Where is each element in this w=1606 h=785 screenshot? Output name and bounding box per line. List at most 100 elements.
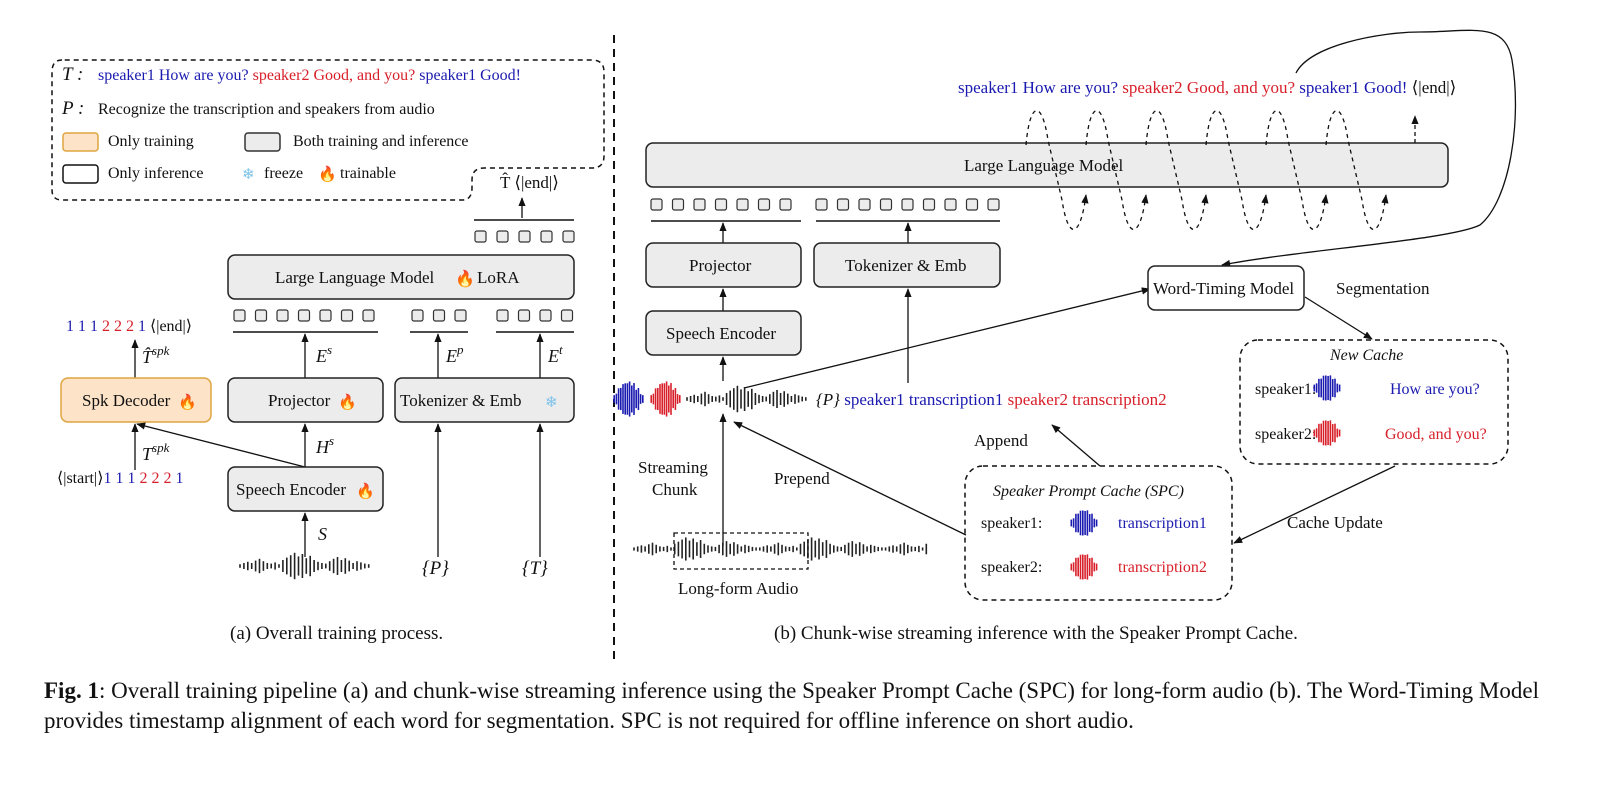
- speaker-id-digit: 1: [127, 470, 139, 487]
- speaker-id-digit: 2: [126, 318, 138, 335]
- long-form-audio-label: Long-form Audio: [678, 579, 798, 598]
- token: [454, 309, 467, 322]
- token: [540, 230, 553, 243]
- token: [562, 230, 575, 243]
- figure-caption-text: : Overall training pipeline (a) and chun…: [44, 678, 1539, 733]
- tokenizer-label-a: Tokenizer & Emb: [400, 391, 522, 410]
- speech-encoder-box-b: [645, 310, 802, 356]
- speech-embedding-tokens: [233, 309, 375, 322]
- speaker-id-digit: 1: [138, 318, 150, 335]
- token: [757, 198, 771, 211]
- long-form-audio-waveform: [633, 537, 928, 561]
- speech-tokens-b: [650, 198, 792, 211]
- feedback-loop-arrow: [1221, 29, 1517, 268]
- token: [432, 309, 446, 322]
- spc-speaker2: speaker2:: [981, 559, 1042, 576]
- arrow-cache-update: [1233, 465, 1396, 544]
- figure-label: Fig. 1: [44, 678, 99, 703]
- token: [944, 198, 957, 211]
- snowflake-icon: ❄: [242, 167, 255, 183]
- legend-P-text: Recognize the transcription and speakers…: [98, 101, 435, 118]
- speaker-id-digit: 1: [115, 470, 127, 487]
- prompt-line: {P} speaker1 transcription1 speaker2 tra…: [816, 390, 1167, 409]
- text-input-a: {T}: [522, 558, 548, 579]
- flame-icon: 🔥: [356, 482, 375, 500]
- arrow-append: [1051, 424, 1101, 467]
- label-T-hat-spk: T̂spk: [142, 343, 170, 367]
- label-H-s: Hs: [315, 433, 334, 457]
- speaker-id-digit: 2: [114, 318, 126, 335]
- token: [340, 309, 354, 322]
- prompt-input-a: {P}: [422, 558, 449, 579]
- label-E-s: Es: [315, 342, 332, 366]
- speaker-id-digit: 2: [102, 318, 114, 335]
- new-cache-text-speaker2: Good, and you?: [1385, 426, 1487, 443]
- token: [815, 198, 828, 211]
- llm-label-b: Large Language Model: [964, 156, 1124, 175]
- legend-both: Both training and inference: [293, 133, 469, 150]
- spk-output-sequence: 1 1 1 2 2 2 1 ⟨|end|⟩: [66, 318, 192, 335]
- legend-T-text: speaker1 How are you? speaker2 Good, and…: [98, 67, 521, 84]
- projector-box-a: [227, 377, 384, 423]
- speech-encoder-box-a: [227, 466, 384, 512]
- cache-update-label: Cache Update: [1287, 513, 1383, 532]
- new-cache-waveform-speaker1: [1313, 375, 1341, 401]
- token: [496, 230, 509, 243]
- speech-encoder-label-a: Speech Encoder: [236, 480, 346, 499]
- spc-box: [964, 465, 1233, 601]
- projector-label-a: Projector: [268, 391, 331, 410]
- lora-label: LoRA: [477, 268, 520, 287]
- token: [650, 198, 663, 211]
- label-E-t: Et: [547, 342, 563, 366]
- speaker-id-digit: 2: [139, 470, 151, 487]
- speaker-id-digit: 1: [103, 470, 115, 487]
- legend-T-label: T :: [62, 64, 83, 85]
- spc-waveform-speaker2: [1070, 554, 1098, 580]
- output-tokens-a: [474, 230, 575, 243]
- legend-T-seg-3: speaker1 Good!: [419, 67, 521, 84]
- new-cache-speaker1: speaker1:: [1255, 381, 1316, 398]
- arrow-encoder-spk-decoder: [136, 422, 306, 468]
- legend-freeze: freeze: [264, 165, 303, 182]
- panel-a-output-label: T̂ ⟨|end|⟩: [500, 173, 559, 192]
- projector-label-b: Projector: [689, 256, 752, 275]
- token: [965, 198, 979, 211]
- spk-input-sequence: ⟨|start|⟩1 1 1 2 2 2 1: [57, 470, 183, 487]
- panel-b-caption: (b) Chunk-wise streaming inference with …: [774, 623, 1298, 644]
- speaker-id-digit: 2: [163, 470, 175, 487]
- legend-only-training: Only training: [108, 133, 194, 150]
- spk-decoder-label: Spk Decoder: [82, 391, 171, 410]
- arrow-audio-word-timing: [743, 287, 1151, 389]
- tokenizer-box-a: [394, 377, 575, 423]
- arrow-segmentation: [1304, 296, 1373, 340]
- token: [987, 198, 1000, 211]
- audio-waveform-a: [239, 552, 370, 580]
- token: [901, 198, 914, 211]
- streaming-chunk-label-2: Chunk: [652, 480, 698, 499]
- text-tokens-b: [815, 198, 1000, 211]
- token: [297, 309, 311, 322]
- token: [922, 198, 936, 211]
- token: [560, 309, 574, 322]
- token: [836, 198, 850, 211]
- streaming-chunk-window: [673, 532, 809, 570]
- text-embedding-tokens: [496, 309, 574, 322]
- flame-icon: 🔥: [318, 165, 337, 183]
- new-cache-speaker2: speaker2:: [1255, 426, 1316, 443]
- word-timing-label: Word-Timing Model: [1153, 279, 1294, 298]
- speech-encoder-label-b: Speech Encoder: [666, 324, 776, 343]
- token: [474, 230, 487, 243]
- label-E-p: Ep: [445, 342, 464, 366]
- tokenizer-label-b: Tokenizer & Emb: [845, 256, 967, 275]
- prompt-embedding-tokens: [411, 309, 467, 322]
- new-cache-text-speaker1: How are you?: [1390, 381, 1480, 398]
- label-T-spk: Tspk: [142, 440, 170, 464]
- token: [518, 230, 531, 243]
- flame-icon: 🔥: [338, 393, 357, 411]
- speaker-id-digit: 1: [175, 470, 183, 487]
- speaker-id-digit: 1: [90, 318, 102, 335]
- label-S: S: [318, 524, 327, 544]
- chunk-waveform-with-cache: [613, 381, 807, 417]
- token: [671, 198, 685, 211]
